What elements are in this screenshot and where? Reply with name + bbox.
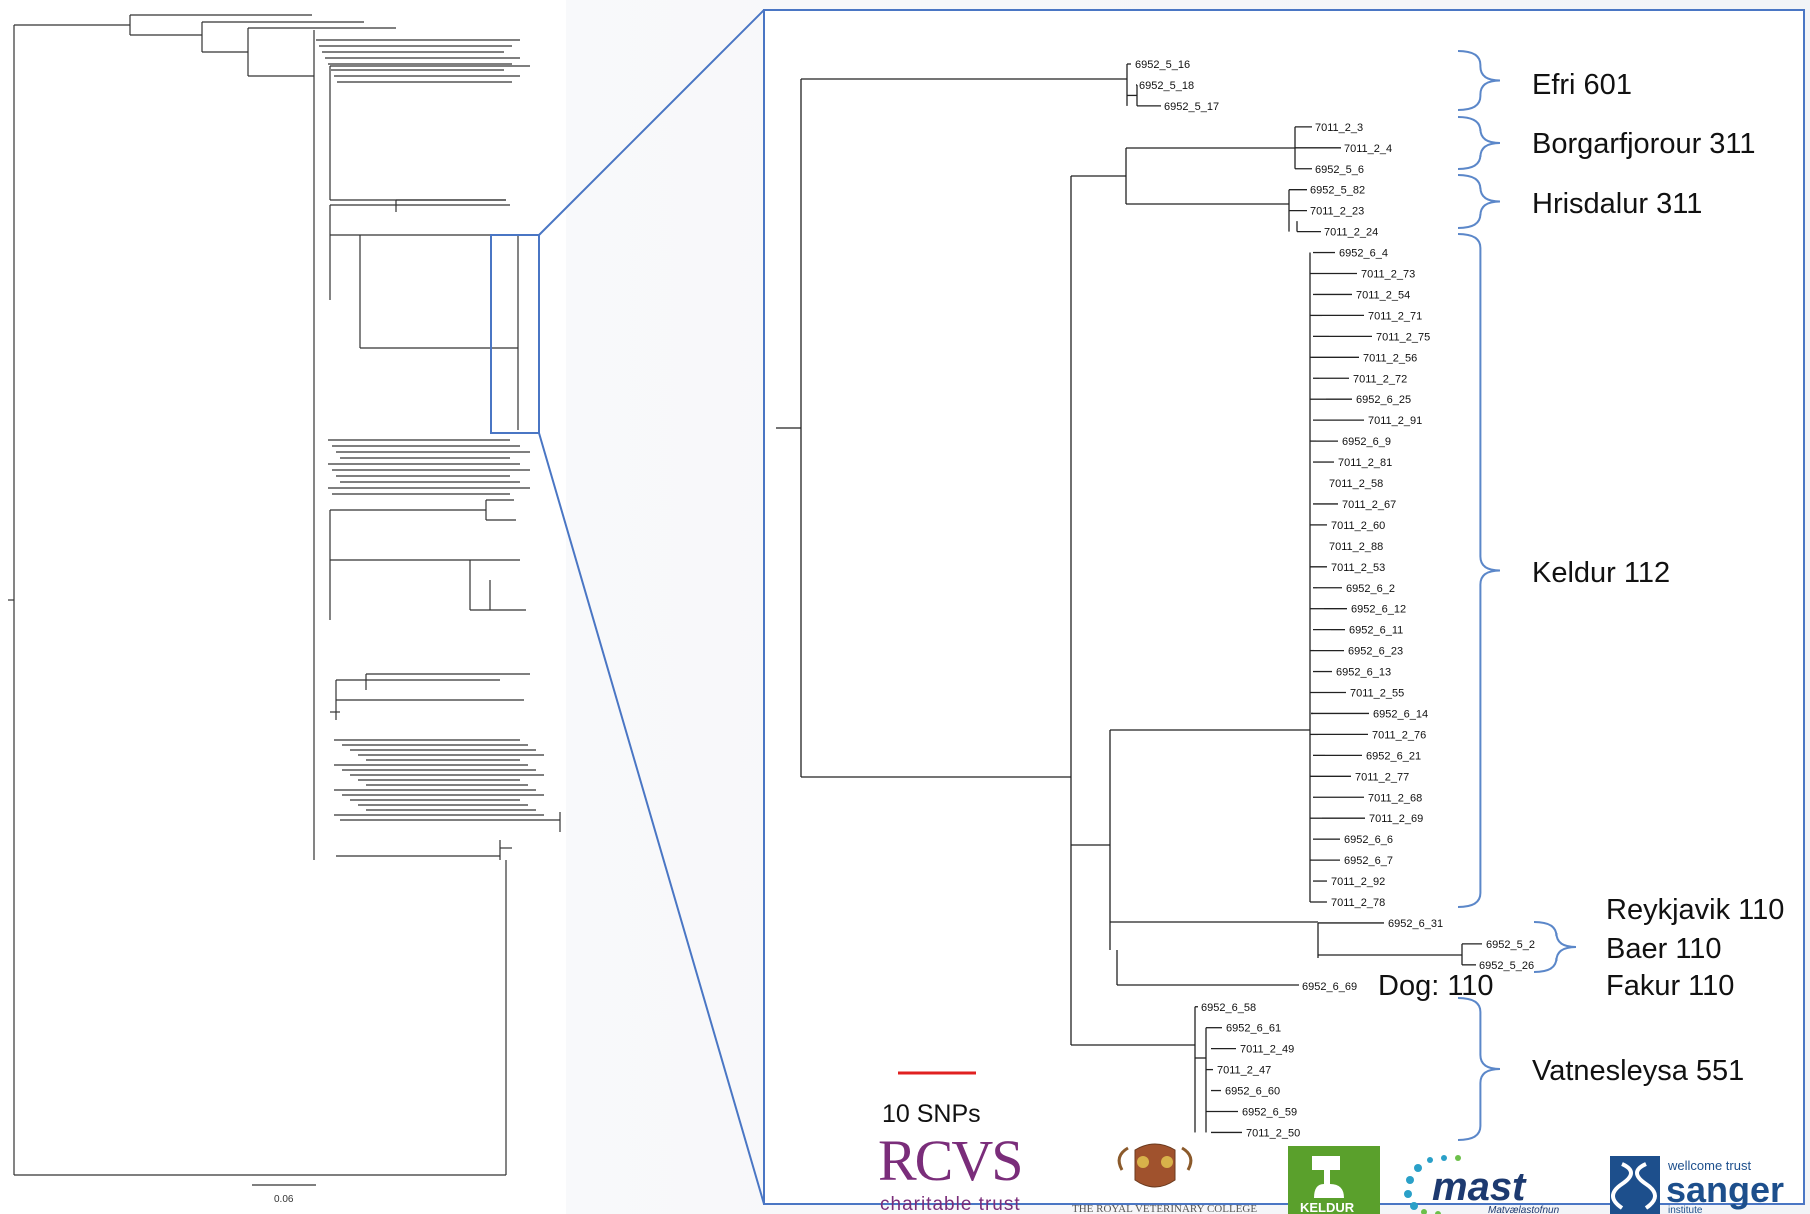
rvc-logo: THE ROYAL VETERINARY COLLEGE [1072, 1143, 1257, 1214]
sanger-logo-top: wellcome trust [1667, 1158, 1751, 1173]
leaf-label: 7011_2_3 [1315, 122, 1363, 134]
leaf-label: 7011_2_58 [1329, 478, 1383, 490]
leaf-label: 7011_2_24 [1324, 227, 1378, 239]
leaf-label: 7011_2_72 [1353, 373, 1407, 385]
group-label: Keldur 112 [1532, 557, 1670, 589]
leaf-label: 6952_6_7 [1344, 855, 1393, 867]
group-label: Borgarfjorour 311 [1532, 128, 1756, 160]
zoom-tree [776, 63, 1482, 1134]
leaf-label: 6952_6_13 [1336, 667, 1391, 679]
group-brackets [1457, 50, 1577, 1141]
leaf-label: 6952_6_2 [1346, 583, 1395, 595]
leaf-label: 6952_5_17 [1164, 101, 1219, 113]
leaf-label: 6952_5_6 [1315, 164, 1364, 176]
keldur-logo-text: KELDUR [1300, 1200, 1355, 1214]
leaf-label: 7011_2_71 [1368, 310, 1422, 322]
zoom-connector-top [538, 9, 765, 236]
leaf-label: 7011_2_4 [1344, 143, 1392, 155]
leaf-label: 7011_2_88 [1329, 541, 1383, 553]
leaf-label: 7011_2_73 [1361, 269, 1415, 281]
group-label: Dog: 110 [1378, 970, 1494, 1002]
leaf-label: 6952_5_26 [1479, 960, 1534, 972]
leaf-label: 7011_2_60 [1331, 520, 1385, 532]
leaf-label: 6952_6_61 [1226, 1023, 1281, 1035]
leaf-label: 7011_2_81 [1338, 457, 1392, 469]
sanger-logo-sub: institute [1668, 1205, 1703, 1214]
rcvs-logo: RCVS charitable trust [878, 1128, 1024, 1214]
zoom-connector-bottom [538, 432, 765, 1205]
leaf-label: 7011_2_67 [1342, 499, 1396, 511]
leaf-label: 7011_2_76 [1372, 729, 1426, 741]
leaf-label: 7011_2_69 [1369, 813, 1423, 825]
bracket-efri [1457, 50, 1501, 111]
leaf-label: 7011_2_91 [1368, 415, 1422, 427]
leaf-label: 6952_6_4 [1339, 248, 1388, 260]
overview-scale-label: 0.06 [274, 1194, 294, 1205]
leaf-label: 7011_2_54 [1356, 289, 1410, 301]
leaf-label: 6952_6_21 [1366, 750, 1421, 762]
leaf-label: 6952_5_82 [1310, 185, 1365, 197]
overview-scale-bar: 0.06 [252, 1184, 316, 1205]
leaf-label: 7011_2_77 [1355, 771, 1409, 783]
leaf-label: 7011_2_56 [1363, 352, 1417, 364]
mast-logo: mast Matvælastofnun [1404, 1155, 1560, 1214]
overview-highlight-box [490, 234, 540, 434]
group-label: Vatnesleysa 551 [1532, 1055, 1744, 1087]
group-label: Fakur 110 [1606, 970, 1734, 1002]
leaf-label: 7011_2_49 [1240, 1044, 1294, 1056]
leaf-label: 6952_6_59 [1242, 1107, 1297, 1119]
leaf-label: 6952_6_25 [1356, 394, 1411, 406]
leaf-label: 7011_2_55 [1350, 688, 1404, 700]
leaf-label: 7011_2_47 [1217, 1065, 1271, 1077]
leaf-label: 6952_6_12 [1351, 604, 1406, 616]
bracket-vatnesleysa [1457, 997, 1501, 1141]
leaf-label: 7011_2_78 [1331, 897, 1385, 909]
leaf-label: 6952_6_9 [1342, 436, 1391, 448]
keldur-logo: KELDUR [1288, 1146, 1380, 1214]
group-label: Efri 601 [1532, 69, 1632, 101]
rcvs-logo-subtitle: charitable trust [880, 1194, 1021, 1214]
mast-logo-subtitle: Matvælastofnun [1488, 1205, 1560, 1214]
leaf-label: 7011_2_92 [1331, 876, 1385, 888]
zoom-leaf-labels: 6952_5_16 6952_5_18 6952_5_17 7011_2_3 7011_… [1135, 59, 1535, 1139]
leaf-label: 6952_6_11 [1349, 625, 1403, 637]
sanger-logo: wellcome trust sanger institute [1610, 1156, 1784, 1214]
group-label: Baer 110 [1606, 933, 1722, 965]
leaf-label: 6952_6_31 [1388, 918, 1443, 930]
leaf-label: 7011_2_23 [1310, 206, 1364, 218]
rcvs-logo-mark: RCVS [878, 1128, 1022, 1193]
mast-logo-text: mast [1432, 1165, 1527, 1209]
leaf-label: 6952_5_18 [1139, 80, 1194, 92]
leaf-label: 7011_2_50 [1246, 1127, 1300, 1139]
leaf-label: 6952_6_60 [1225, 1086, 1280, 1098]
leaf-label: 6952_5_2 [1486, 939, 1535, 951]
bracket-keldur [1457, 233, 1501, 908]
leaf-label: 6952_5_16 [1135, 59, 1190, 71]
leaf-label: 7011_2_75 [1376, 331, 1430, 343]
snp-scale-label: 10 SNPs [882, 1100, 981, 1128]
leaf-label: 7011_2_53 [1331, 562, 1385, 574]
bracket-hrisdalur [1457, 174, 1501, 229]
leaf-label: 6952_6_58 [1201, 1002, 1256, 1014]
sanger-logo-text: sanger [1666, 1169, 1784, 1210]
leaf-label: 6952_6_69 [1302, 981, 1357, 993]
leaf-label: 6952_6_14 [1373, 708, 1428, 720]
leaf-label: 6952_6_23 [1348, 646, 1403, 658]
rvc-logo-text: THE ROYAL VETERINARY COLLEGE [1072, 1203, 1257, 1214]
group-label: Reykjavik 110 [1606, 894, 1784, 926]
group-label: Hrisdalur 311 [1532, 188, 1702, 220]
bracket-borgarfjorour [1457, 116, 1501, 170]
bracket-reykjavik [1533, 921, 1577, 973]
zoom-panel-frame [763, 9, 1805, 1205]
leaf-label: 7011_2_68 [1368, 792, 1422, 804]
leaf-label: 6952_6_6 [1344, 834, 1393, 846]
